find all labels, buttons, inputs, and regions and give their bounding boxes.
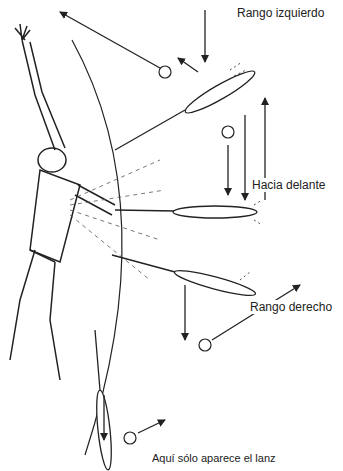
swing-fan xyxy=(70,160,165,280)
racket xyxy=(94,66,258,470)
player-figure xyxy=(10,24,115,380)
range-label: Hacia delante xyxy=(250,178,327,192)
tennis-ball xyxy=(124,66,234,444)
swing-arc xyxy=(72,40,122,455)
impact-mark xyxy=(230,62,262,280)
note-text: Aquí sólo aparece el lanz xyxy=(150,452,278,464)
range-label: Rango izquierdo xyxy=(235,6,326,20)
motion-arrow xyxy=(60,10,300,440)
range-label: Rango derecho xyxy=(248,300,334,314)
